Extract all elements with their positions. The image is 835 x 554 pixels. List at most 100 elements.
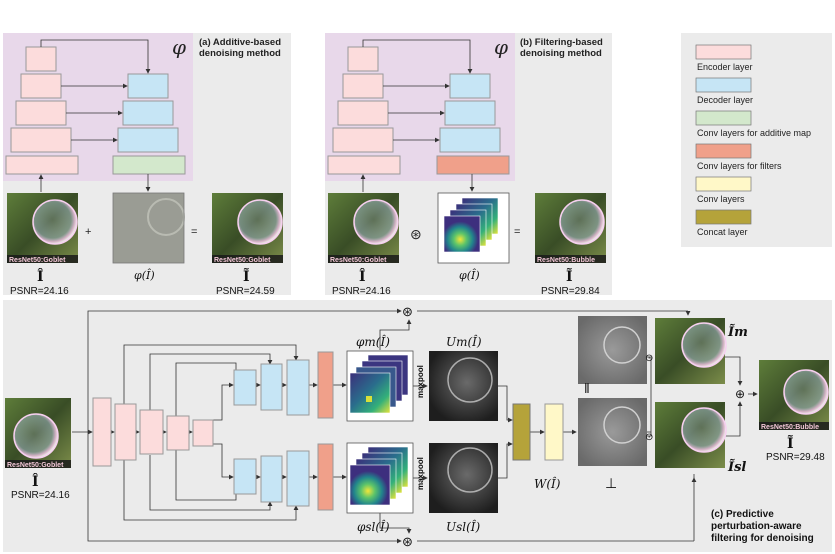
panel-a-input-image: ResNet50:Goblet (7, 193, 78, 264)
panel-c-output-symbol-sl: Ĩsl (727, 459, 746, 475)
panel-c-bottom-filter-stack (346, 442, 414, 514)
panel-a-title-line2: denoising method (199, 48, 281, 59)
legend-label-2: Decoder layer (697, 95, 753, 105)
legend-label-4: Conv layers for filters (697, 161, 782, 171)
panel-c-title-line1: (c) Predictive (711, 509, 774, 520)
panel-c-encoder-layer-5 (192, 419, 214, 447)
panel-b-output-symbol: Ĩ (566, 266, 573, 285)
panel-c-concat-layer (512, 403, 531, 461)
panel-a-encoder-layer-2 (20, 73, 62, 99)
legend-label-3: Conv layers for additive map (697, 128, 811, 138)
panel-a-skip-connections (38, 39, 151, 192)
panel-b-title-line1: (b) Filtering-based (520, 37, 603, 48)
panel-a-encoder-layer-1 (25, 46, 57, 72)
panel-b-encoder-layer-1 (347, 46, 379, 72)
panel-c-top-decoder-layer-3 (286, 359, 310, 416)
panel-b-encoder-layer-2 (342, 73, 384, 99)
legend-label-6: Concat layer (697, 227, 748, 237)
panel-c-conv-op-top: ⊛ (402, 304, 413, 319)
panel-c-u-m-label: Um(Î) (446, 334, 482, 349)
panel-c-w-label: W(Î) (534, 476, 561, 491)
panel-b-skip-connections (360, 39, 475, 192)
panel-c-u-sl-label: Usl(Î) (446, 519, 481, 534)
panel-c-encoder-layer-1 (92, 397, 112, 467)
legend-swatch-5 (695, 176, 752, 192)
panel-c-phi-m-label: φm(Î) (356, 334, 390, 349)
panel-a-psnr-input: PSNR=24.16 (10, 286, 69, 297)
panel-c-input-symbol: Î (32, 472, 39, 490)
panel-a-psnr-output: PSNR=24.59 (216, 286, 275, 297)
panel-c-bottom-decoder-layer-2 (260, 455, 283, 503)
panel-a-encoder-layer-3 (15, 100, 67, 126)
panel-b-decoder-layer-3 (439, 127, 501, 153)
panel-b-output-image: ResNet50:Bubble (535, 193, 606, 264)
panel-c-uncertainty-map-top (429, 351, 498, 421)
panel-b-conv-op: ⊛ (410, 226, 422, 242)
panel-b-input-image-label: ResNet50:Goblet (330, 257, 387, 264)
panel-b-input-symbol: Î (359, 267, 366, 285)
panel-c-final-output-symbol: Ĩ (787, 433, 794, 452)
panel-c-final-output-image: ResNet50:Bubble (759, 360, 829, 431)
panel-c-psnr-output: PSNR=29.48 (766, 452, 825, 463)
panel-c-dot-op-top: ⊙ (645, 353, 653, 364)
panel-c-top-decoder-layer-2 (260, 363, 283, 411)
panel-a-encoder-layer-4 (10, 127, 72, 153)
panel-c-conv-layer (544, 403, 564, 461)
legend-swatch-2 (695, 77, 752, 93)
panel-c-weight-map-top (578, 316, 647, 384)
panel-a-input-image-label: ResNet50:Goblet (9, 257, 66, 264)
panel-c-output-image-sl (655, 402, 727, 468)
panel-a-output-image-label: ResNet50:Goblet (214, 257, 271, 264)
panel-a-phi-label: φ (172, 35, 186, 59)
panel-a-additive-conv-layer (112, 155, 186, 175)
panel-c-encoder-layer-2 (114, 403, 137, 461)
panel-c-phi-sl-label: φsl(Î) (357, 519, 390, 534)
panel-a-encoder-layer-5 (5, 155, 79, 175)
panel-c-maxpool-bottom: maxpool (416, 457, 425, 490)
panel-c-top-filter-stack (346, 350, 414, 422)
panel-c-maxpool-top: maxpool (416, 365, 425, 398)
panel-b-psnr-output: PSNR=29.84 (541, 286, 600, 297)
panel-c-bottom-filter-conv (317, 443, 334, 511)
panel-b-psnr-input: PSNR=24.16 (332, 286, 391, 297)
panel-a-title-line1: (a) Additive-based (199, 37, 281, 48)
legend-swatch-3 (695, 110, 752, 126)
legend-swatch-1 (695, 44, 752, 60)
panel-c-uncertainty-map-bottom (429, 443, 498, 513)
panel-a: φ (a) Additive-based denoising method Re… (3, 33, 291, 297)
panel-b-decoder-layer-1 (449, 73, 491, 99)
legend-swatch-4 (695, 143, 752, 159)
panel-c-plus-op: ⊕ (735, 387, 745, 401)
panel-c-conv-op-bottom: ⊛ (402, 534, 413, 549)
panel-c-bottom-decoder-layer-1 (233, 458, 257, 495)
panel-c-top-filter-conv (317, 351, 334, 419)
panel-b-filter-conv-layer (436, 155, 510, 175)
panel-a-plus-sign: + (85, 226, 91, 238)
panel-b-decoder-layer-2 (444, 100, 496, 126)
panel-b: φ (b) Filtering-based denoising method R… (325, 33, 612, 297)
panel-c-encoder-layer-3 (139, 409, 164, 455)
panel-a-output-image: ResNet50:Goblet (212, 193, 283, 264)
panel-b-filter-symbol: φ(Î) (459, 268, 480, 282)
panel-c-output-image-m (655, 318, 727, 384)
panel-c-equals-symbol: ‖ (584, 380, 590, 396)
panel-b-phi-label: φ (494, 35, 508, 59)
legend-label-5: Conv layers (697, 194, 745, 204)
panel-a-equals-sign: = (191, 226, 197, 238)
panel-c-psnr-input: PSNR=24.16 (11, 490, 70, 501)
panel-b-input-image: ResNet50:Goblet (328, 193, 399, 264)
panel-a-additive-map-symbol: φ(Î) (134, 268, 155, 282)
panel-a-output-symbol: Ĩ (243, 266, 250, 285)
panel-c-weight-map-bottom (578, 398, 647, 466)
panel-b-encoder-layer-3 (337, 100, 389, 126)
panel-b-equals-sign: = (514, 226, 520, 238)
legend-swatch-6 (695, 209, 752, 225)
legend-label-1: Encoder layer (697, 62, 753, 72)
panel-c-connections (72, 308, 758, 544)
panel-c-one-minus-symbol: ⊥ (605, 475, 617, 491)
panel-b-encoder-layer-4 (332, 127, 394, 153)
panel-c-bottom-decoder-layer-3 (286, 450, 310, 507)
